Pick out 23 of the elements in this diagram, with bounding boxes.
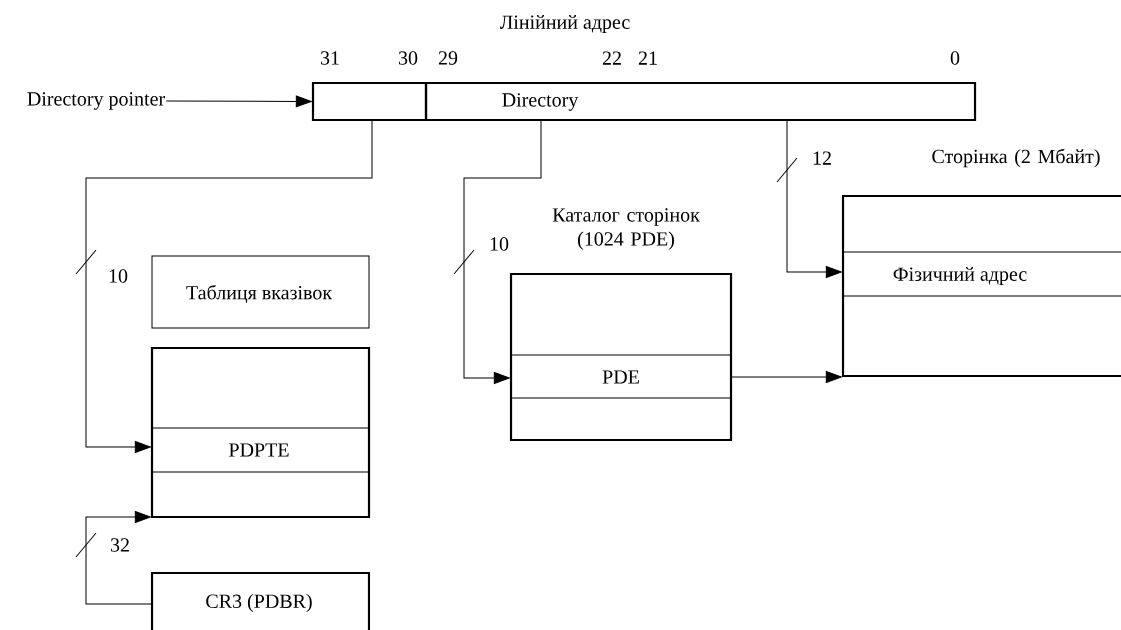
connector <box>463 119 542 384</box>
edge-label: 10 <box>109 269 128 283</box>
bit-number: 30 <box>398 51 418 65</box>
heading: Лінійний адрес <box>499 15 630 33</box>
connector <box>786 119 842 278</box>
table-box: PDE <box>509 272 733 442</box>
table-heading: Сторінка (2 Мбайт) <box>932 148 1100 168</box>
page-box: Фізичний адрес <box>841 194 1121 378</box>
address-field: Directory <box>424 81 977 122</box>
table-label-box: Таблиця вказівок <box>151 255 370 329</box>
table-heading: Каталог сторінок (1024 PDE) <box>552 208 700 250</box>
connector <box>165 95 312 108</box>
connector <box>85 511 153 605</box>
input-label: Directory pointer <box>27 92 165 110</box>
connector <box>730 371 842 383</box>
edge-label: 10 <box>490 237 509 251</box>
table-box: PDPTE <box>150 346 371 519</box>
edge-label: 32 <box>110 538 129 552</box>
connector <box>85 119 373 453</box>
register-box: CR3 (PDBR) <box>150 571 371 630</box>
edge-label: 12 <box>813 151 831 165</box>
bit-number: 29 <box>438 51 458 65</box>
address-field <box>311 81 428 122</box>
